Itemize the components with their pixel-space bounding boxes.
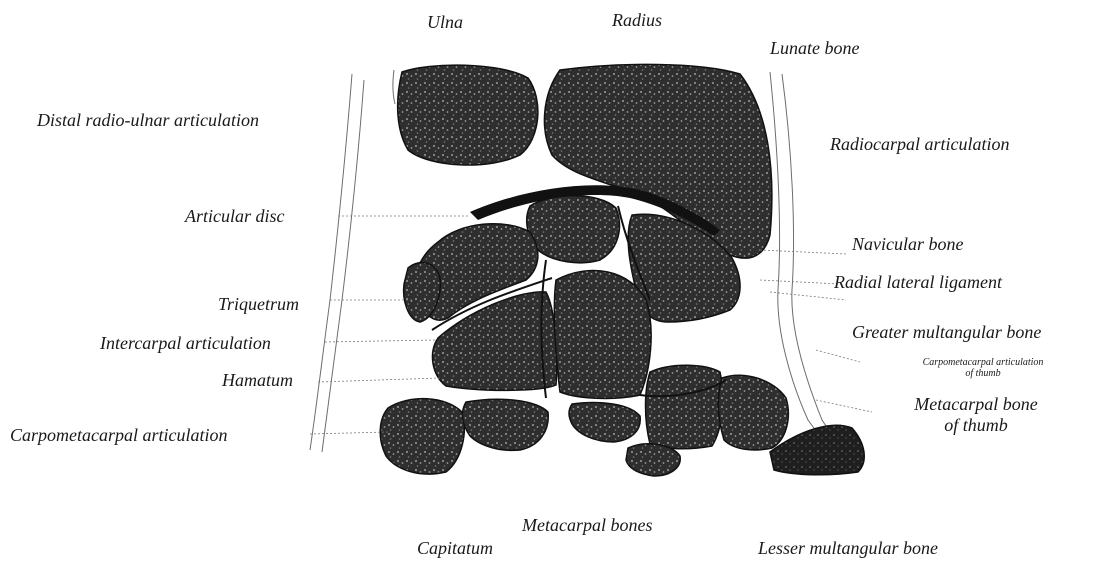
label-radiocarpal-articulation: Radiocarpal articulation (830, 134, 1010, 155)
label-articular-disc: Articular disc (185, 206, 285, 227)
label-radial-lateral-ligament: Radial lateral ligament (834, 272, 1002, 293)
label-distal-radio-ulnar-articulation: Distal radio-ulnar articulation (37, 110, 259, 131)
label-carpometacarpal-articulation-of-thumb: Carpometacarpal articulation of thumb (868, 358, 1098, 379)
label-metacarpal-bones: Metacarpal bones (522, 515, 652, 536)
label-ulna: Ulna (427, 12, 463, 33)
lesser-multangular-bone (646, 365, 723, 449)
label-carpometacarpal-articulation: Carpometacarpal articulation (10, 425, 228, 446)
metacarpal-base-5 (380, 399, 464, 474)
label-intercarpal-articulation: Intercarpal articulation (100, 333, 271, 354)
label-navicular-bone: Navicular bone (852, 234, 963, 255)
capitatum-bone (554, 270, 651, 398)
label-radius: Radius (612, 10, 662, 31)
greater-multangular-bone (718, 375, 788, 450)
label-thumb-metacarpal-line1: Metacarpal bone (876, 394, 1076, 415)
label-capitatum: Capitatum (417, 538, 493, 559)
metacarpal-base-4 (463, 399, 549, 450)
ulna-bone (398, 65, 538, 165)
lunate-bone (527, 196, 620, 263)
label-triquetrum: Triquetrum (218, 294, 299, 315)
label-lunate-bone: Lunate bone (770, 38, 860, 59)
metacarpal-base-3 (569, 403, 640, 443)
label-thumb-metacarpal-line2: of thumb (876, 415, 1076, 436)
label-cmc-thumb-line2: of thumb (868, 369, 1098, 380)
metacarpal-base-2 (626, 444, 680, 476)
label-hamatum: Hamatum (222, 370, 293, 391)
label-metacarpal-bone-of-thumb: Metacarpal bone of thumb (876, 394, 1076, 435)
label-greater-multangular-bone: Greater multangular bone (852, 322, 1041, 343)
label-cmc-thumb-line1: Carpometacarpal articulation (868, 358, 1098, 369)
label-lesser-multangular-bone: Lesser multangular bone (758, 538, 938, 559)
